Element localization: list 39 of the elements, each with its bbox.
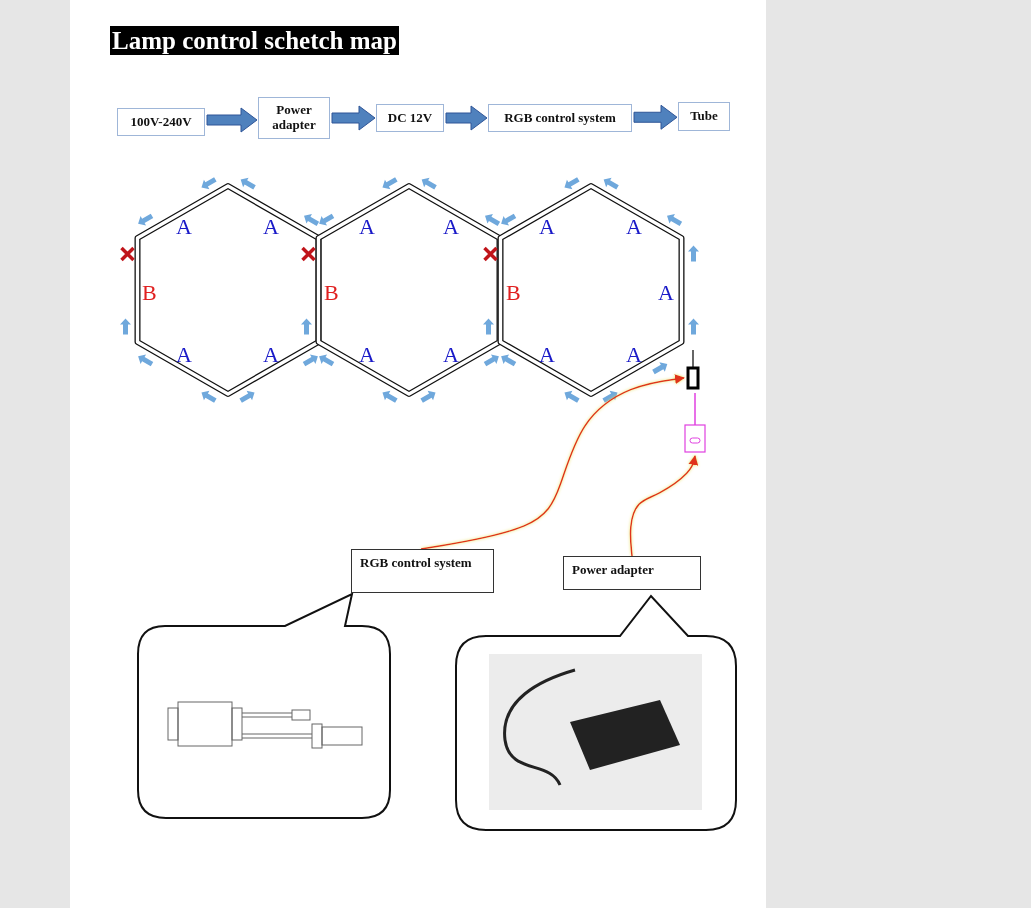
node-text: Power adapter — [271, 103, 317, 133]
node-text: Power adapter — [572, 563, 654, 578]
section-label: A — [176, 344, 192, 366]
section-label: A — [176, 216, 192, 238]
section-label: A — [539, 216, 555, 238]
section-label: A — [539, 344, 555, 366]
controller-plug-icon — [686, 349, 700, 390]
process-box — [488, 104, 632, 132]
adapter-plug-icon — [684, 392, 706, 454]
block-arrow — [331, 105, 376, 131]
block-arrow — [633, 104, 678, 130]
section-label: A — [263, 216, 279, 238]
process-box — [376, 104, 444, 132]
node-text: 100V-240V — [130, 114, 192, 130]
callout-box — [563, 556, 701, 590]
node-text: RGB control system — [504, 110, 616, 126]
section-label: A — [263, 344, 279, 366]
arrow — [420, 374, 685, 550]
section-label: B — [506, 282, 521, 304]
section-label: A — [359, 344, 375, 366]
process-box — [117, 108, 205, 136]
section-label: A — [359, 216, 375, 238]
node-text: RGB control system — [360, 556, 472, 571]
section-label: A — [443, 216, 459, 238]
arrow — [629, 455, 699, 557]
node-text: Tube — [690, 109, 718, 124]
section-label: A — [626, 216, 642, 238]
section-label: A — [626, 344, 642, 366]
section-label: A — [443, 344, 459, 366]
section-label: B — [142, 282, 157, 304]
process-box — [258, 97, 330, 139]
title: Lamp control schetch map — [110, 26, 399, 55]
section-label: B — [324, 282, 339, 304]
block-arrow — [206, 107, 258, 133]
section-label: A — [658, 282, 674, 304]
process-box — [678, 102, 730, 131]
block-arrow — [445, 105, 488, 131]
callout-box — [351, 549, 494, 593]
node-text: DC 12V — [387, 110, 433, 126]
